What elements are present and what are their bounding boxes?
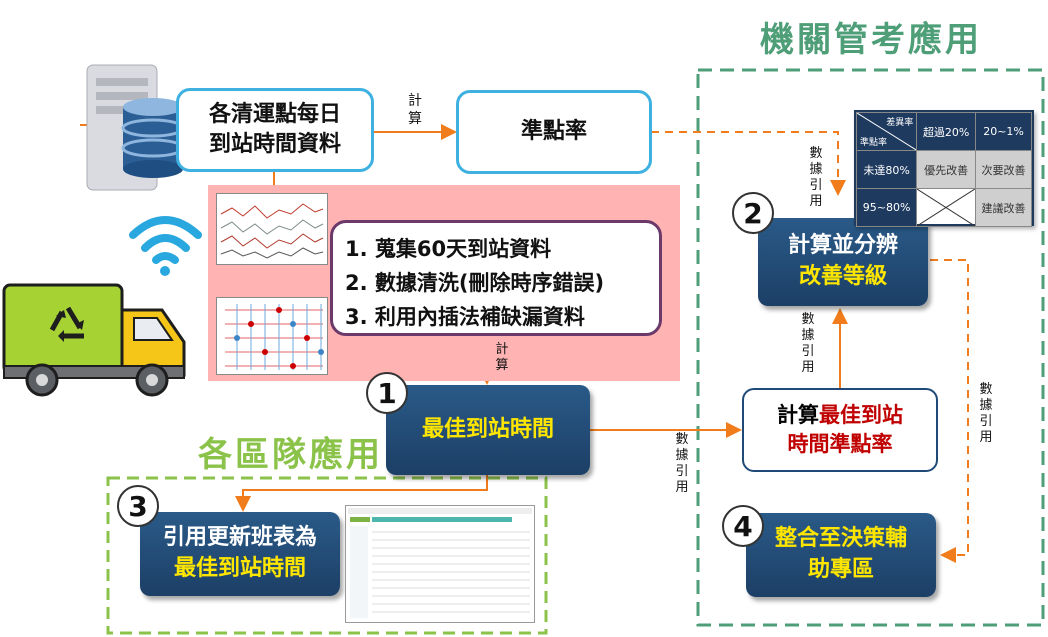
integrate-decision-box: 整合至決策輔 助專區	[746, 513, 936, 597]
matrix-row2: 95~80%	[855, 188, 918, 227]
matrix-col1: 超過20%	[916, 112, 977, 151]
schedule-line2: 最佳到站時間	[173, 556, 306, 581]
step-badge-4: 4	[722, 505, 764, 547]
best-arrival-time-box: 最佳到站時間	[386, 385, 590, 475]
step-2: 2. 數據清洗(刪除時序錯誤)	[345, 271, 605, 295]
calc-best-red2: 時間準點率	[787, 432, 893, 456]
matrix-corner-bottom: 準點率	[860, 138, 888, 148]
update-schedule-box: 引用更新班表為 最佳到站時間	[140, 512, 340, 596]
best-time-label: 最佳到站時間	[421, 416, 554, 442]
step-badge-1: 1	[366, 372, 408, 414]
data-ref-label-4: 數據引用	[979, 382, 993, 445]
calc-grade-line1: 計算並分辨	[787, 233, 898, 259]
data-ref-label-1: 數據引用	[675, 432, 689, 495]
step-badge-3: 3	[117, 485, 159, 527]
calc-grade-line2: 改善等級	[798, 264, 887, 289]
schedule-line1: 引用更新班表為	[162, 525, 317, 551]
calc-best-prefix: 計算	[777, 402, 819, 427]
improvement-matrix: 差異率 準點率 超過20% 20~1% 未達80% 優先改善 次要改善 95~8…	[854, 110, 1034, 227]
matrix-r2c1-empty	[916, 188, 977, 227]
calc-best-red1: 最佳到站	[819, 402, 903, 427]
integrate-line2: 助專區	[807, 557, 874, 582]
garbage-truck-icon	[2, 280, 187, 400]
calc-label-mid: 計算	[495, 342, 509, 373]
processing-steps-box: 1. 蒐集60天到站資料 2. 數據清洗(刪除時序錯誤) 3. 利用內插法補缺漏…	[330, 220, 662, 336]
source-data-box: 各清運點每日 到站時間資料	[176, 88, 374, 172]
timeseries-thumbnail	[216, 193, 328, 265]
matrix-corner-top: 差異率	[886, 118, 914, 128]
calendar-grid-thumbnail	[216, 297, 328, 375]
matrix-row1: 未達80%	[855, 150, 918, 189]
arrow-best-to-schedule	[235, 475, 488, 512]
matrix-r2c2: 建議改善	[975, 188, 1032, 227]
calc-label-top: 計算	[408, 93, 422, 127]
database-icon	[118, 95, 188, 180]
calc-best-punctuality-box: 計算最佳到站 時間準點率	[742, 388, 938, 472]
schedule-screenshot-thumbnail	[345, 505, 535, 623]
matrix-col2: 20~1%	[975, 112, 1032, 151]
arrow-punctuality-to-grade	[651, 131, 846, 196]
step-1: 1. 蒐集60天到站資料	[345, 237, 552, 261]
data-ref-label-2: 數據引用	[809, 146, 823, 209]
district-title: 各區隊應用	[198, 435, 383, 475]
matrix-corner: 差異率 準點率	[855, 112, 918, 151]
agency-title: 機關管考應用	[760, 20, 982, 60]
step-badge-2: 2	[732, 192, 774, 234]
source-line2: 到站時間資料	[208, 132, 341, 157]
punctuality-box: 準點率	[456, 90, 652, 174]
integrate-line1: 整合至決策輔	[774, 526, 907, 552]
wifi-icon	[128, 210, 203, 280]
agency-region-border	[696, 68, 1045, 627]
matrix-r1c2: 次要改善	[975, 150, 1032, 189]
step-3: 3. 利用內插法補缺漏資料	[345, 305, 585, 329]
district-region-border	[106, 476, 548, 635]
data-ref-label-3: 數據引用	[801, 312, 815, 375]
matrix-r1c1: 優先改善	[916, 150, 977, 189]
recycle-icon	[38, 302, 98, 357]
punctuality-label: 準點率	[520, 119, 587, 145]
calc-grade-box: 計算並分辨 改善等級	[758, 218, 928, 306]
arrow-grade-to-integrate	[930, 259, 969, 563]
source-line1: 各清運點每日	[208, 102, 341, 128]
